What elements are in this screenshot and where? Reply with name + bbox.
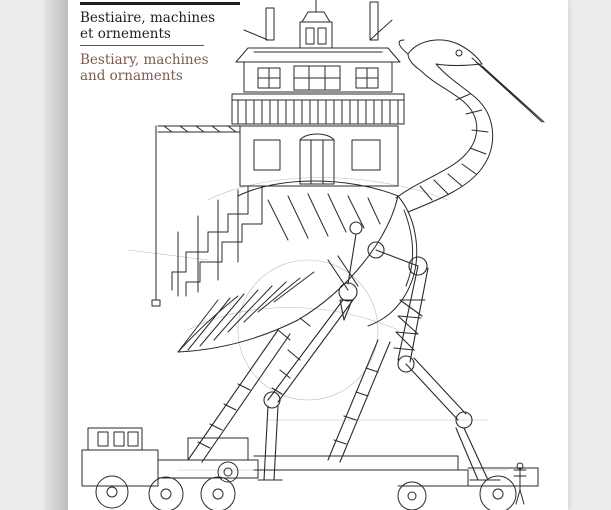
house-drawing [151, 0, 405, 307]
book-cover: Bestiaire, machines et ornements Bestiar… [68, 0, 568, 510]
heron-neck-head-drawing [395, 39, 545, 213]
cover-title-english: Bestiary, machines and ornaments [80, 52, 209, 84]
heron-machine-illustration [68, 0, 568, 510]
book-spine-shadow [44, 0, 70, 510]
heron-legs-drawing [187, 221, 501, 481]
title-rule-top [80, 2, 240, 5]
cart-drawing [81, 427, 539, 510]
title-rule-divider [80, 45, 204, 46]
heron-body-drawing [177, 180, 418, 353]
person-figure-drawing [513, 462, 527, 505]
cover-title-french: Bestiaire, machines et ornements [80, 10, 216, 42]
